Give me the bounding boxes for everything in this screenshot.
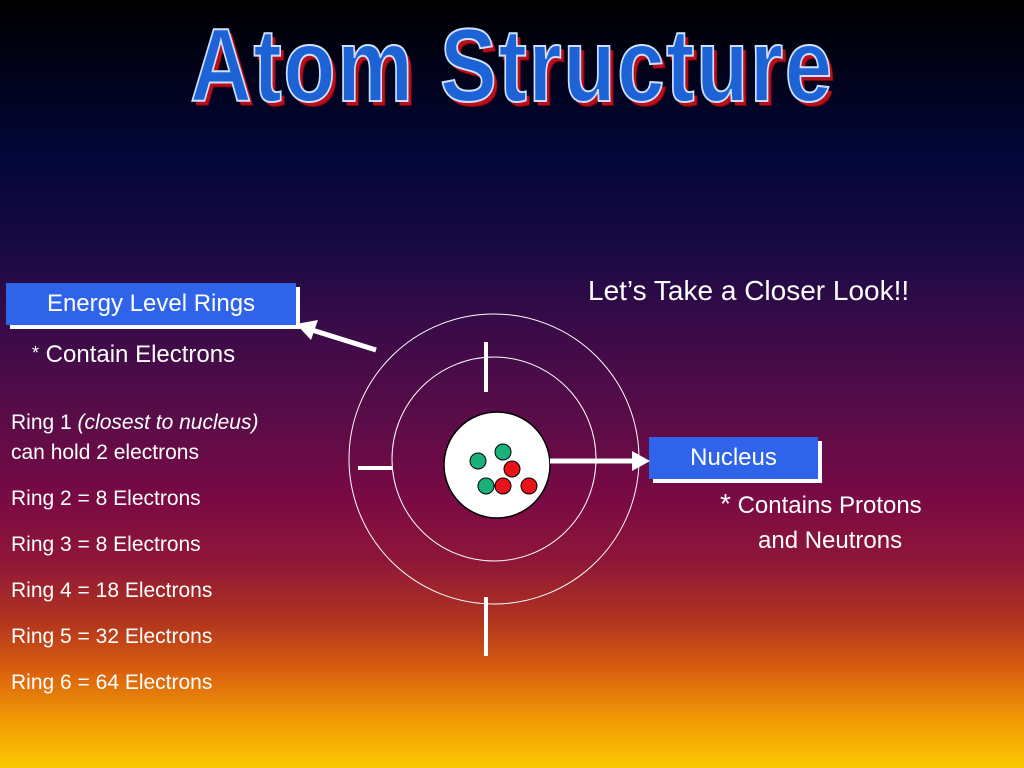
proton <box>503 460 521 478</box>
energy-ring-arrow-shaft <box>311 327 377 353</box>
nucleus-arrow-head <box>632 451 650 471</box>
neutron <box>469 452 487 470</box>
contain-electrons-text: Contain Electrons <box>39 341 236 368</box>
closer-look-heading: Let’s Take a Closer Look!! <box>588 275 910 306</box>
neutron <box>477 477 495 495</box>
nucleus-label: Nucleus <box>649 437 818 479</box>
energy-ring-arrow-head <box>296 320 318 340</box>
contains-protons-line-1: * Contains Protons <box>720 488 922 520</box>
proton <box>494 477 512 495</box>
ring-4-capacity: Ring 4 = 18 Electrons <box>11 579 213 602</box>
proton <box>520 477 538 495</box>
ring-1-prefix: Ring 1 <box>11 411 78 434</box>
ring-6-capacity: Ring 6 = 64 Electrons <box>11 671 213 694</box>
contains-protons-text: Contains Protons <box>730 492 922 519</box>
ring-2-capacity: Ring 2 = 8 Electrons <box>11 487 201 510</box>
ring-3-capacity: Ring 3 = 8 Electrons <box>11 533 201 556</box>
ring-1-capacity: can hold 2 electrons <box>11 441 199 464</box>
bullet-star: * <box>720 488 731 519</box>
ring-1-line: Ring 1 (closest to nucleus) <box>11 411 258 435</box>
neutron <box>494 443 512 461</box>
contain-electrons-note: * Contain Electrons <box>32 341 235 369</box>
page-title: Atom Structure <box>189 7 834 125</box>
ring-1-note: (closest to nucleus) <box>77 411 259 434</box>
ring-5-capacity: Ring 5 = 32 Electrons <box>11 625 213 648</box>
energy-level-rings-label: Energy Level Rings <box>6 283 296 325</box>
bullet-star: * <box>32 343 40 363</box>
contains-protons-line-2: and Neutrons <box>758 527 903 554</box>
nucleus-circle <box>443 411 551 519</box>
